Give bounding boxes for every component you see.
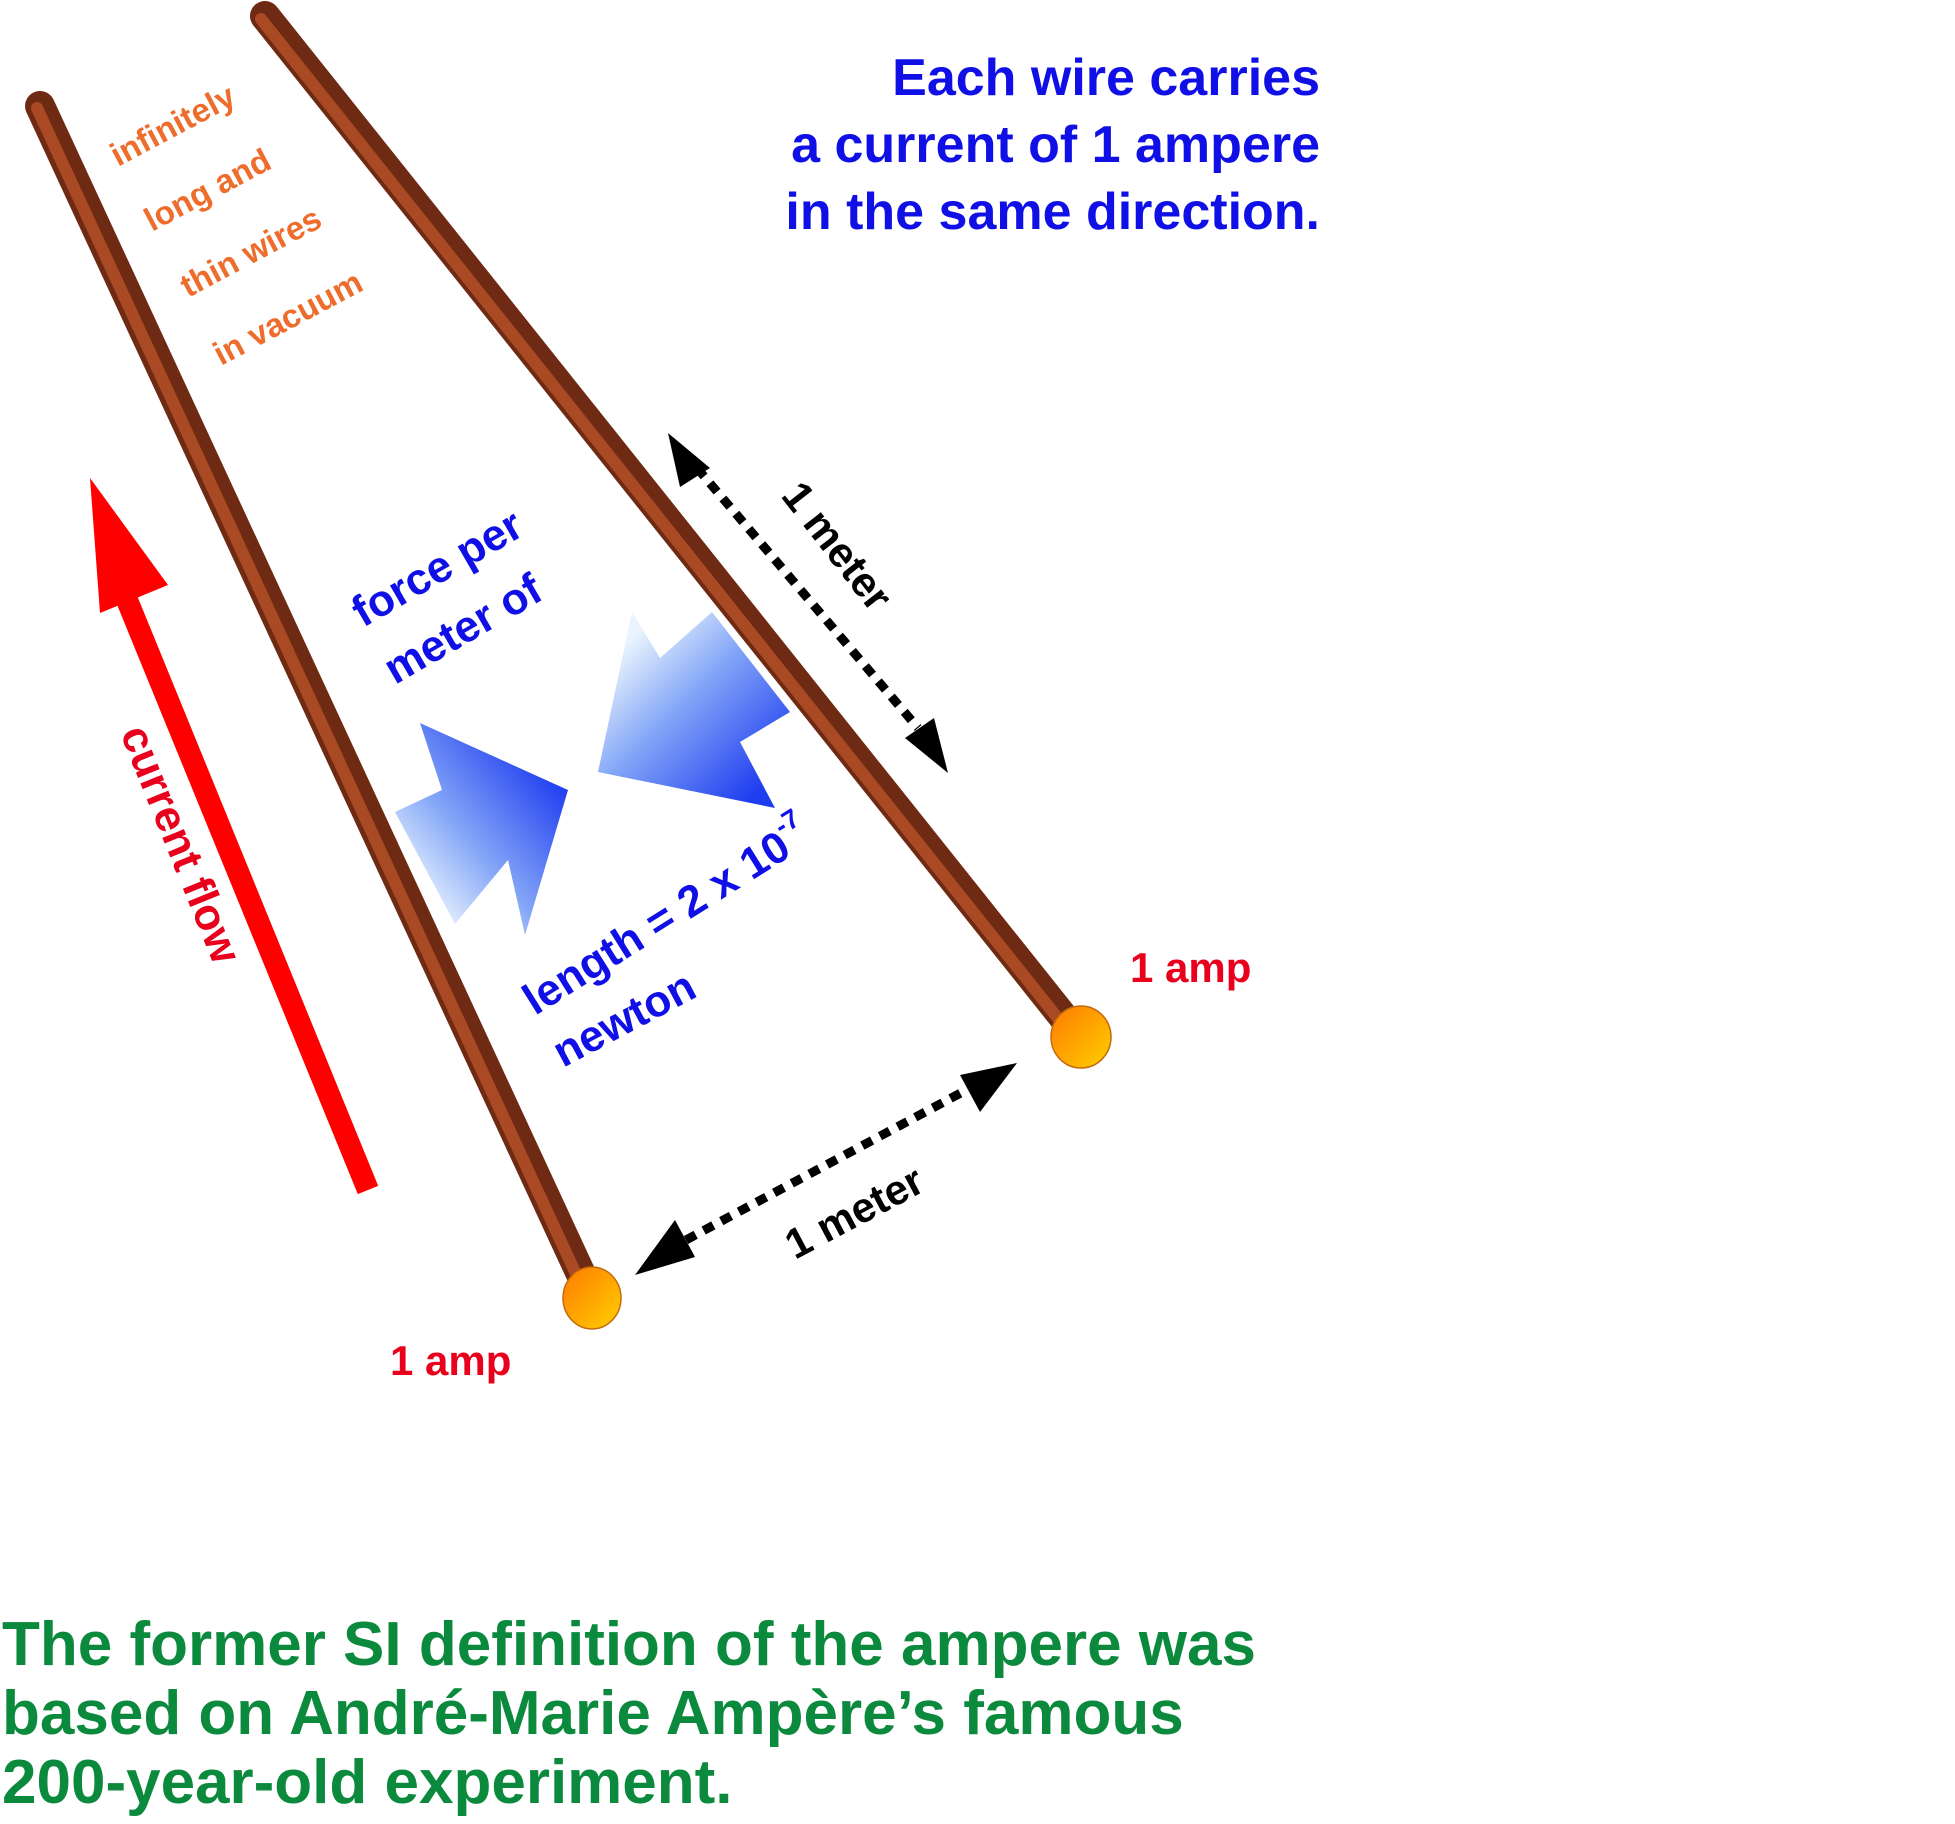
current-note-line-1: Each wire carries (892, 49, 1320, 107)
current-note-line-2: a current of 1 ampere (791, 116, 1320, 174)
current-flow-arrow (90, 478, 379, 1195)
meter-top-label: 1 meter (773, 473, 902, 620)
current-note-line-3: in the same direction. (785, 183, 1320, 241)
double-arrow-icon (905, 718, 948, 773)
right-wire-highlight (255, 13, 1082, 1047)
amp-label-right: 1 amp (1130, 944, 1251, 991)
caption-line-3: 200-year-old experiment. (2, 1748, 733, 1817)
right-wire-end (1050, 1005, 1112, 1069)
caption-line-2: based on André-Marie Ampère’s famous (2, 1679, 1184, 1748)
double-arrow-icon (960, 1063, 1017, 1112)
left-wire-highlight (31, 102, 594, 1306)
current-arrow-shaft (116, 595, 379, 1195)
meter-bottom-label: 1 meter (777, 1156, 931, 1268)
wire-note-line-2: long and (138, 141, 277, 238)
dimension-top (668, 433, 948, 773)
caption: The former SI definition of the ampere w… (2, 1610, 1256, 1817)
force-arrow-icon (598, 612, 790, 808)
wire-note-line-1: infinitely (104, 77, 242, 174)
right-wire (250, 1, 1112, 1069)
force-arrow-icon (395, 723, 568, 935)
double-arrow-icon (635, 1220, 695, 1275)
left-wire (25, 91, 622, 1330)
arrow-up-icon (90, 478, 168, 613)
force-arrows (395, 612, 790, 935)
left-wire-end (562, 1266, 622, 1330)
dimension-bottom-line (683, 1084, 973, 1244)
dimension-top-line (693, 465, 922, 731)
dimension-bottom (635, 1063, 1017, 1275)
amp-label-left: 1 amp (390, 1337, 511, 1384)
current-note: Each wire carries a current of 1 ampere … (785, 49, 1320, 241)
caption-line-1: The former SI definition of the ampere w… (2, 1610, 1256, 1679)
double-arrow-icon (668, 433, 710, 487)
